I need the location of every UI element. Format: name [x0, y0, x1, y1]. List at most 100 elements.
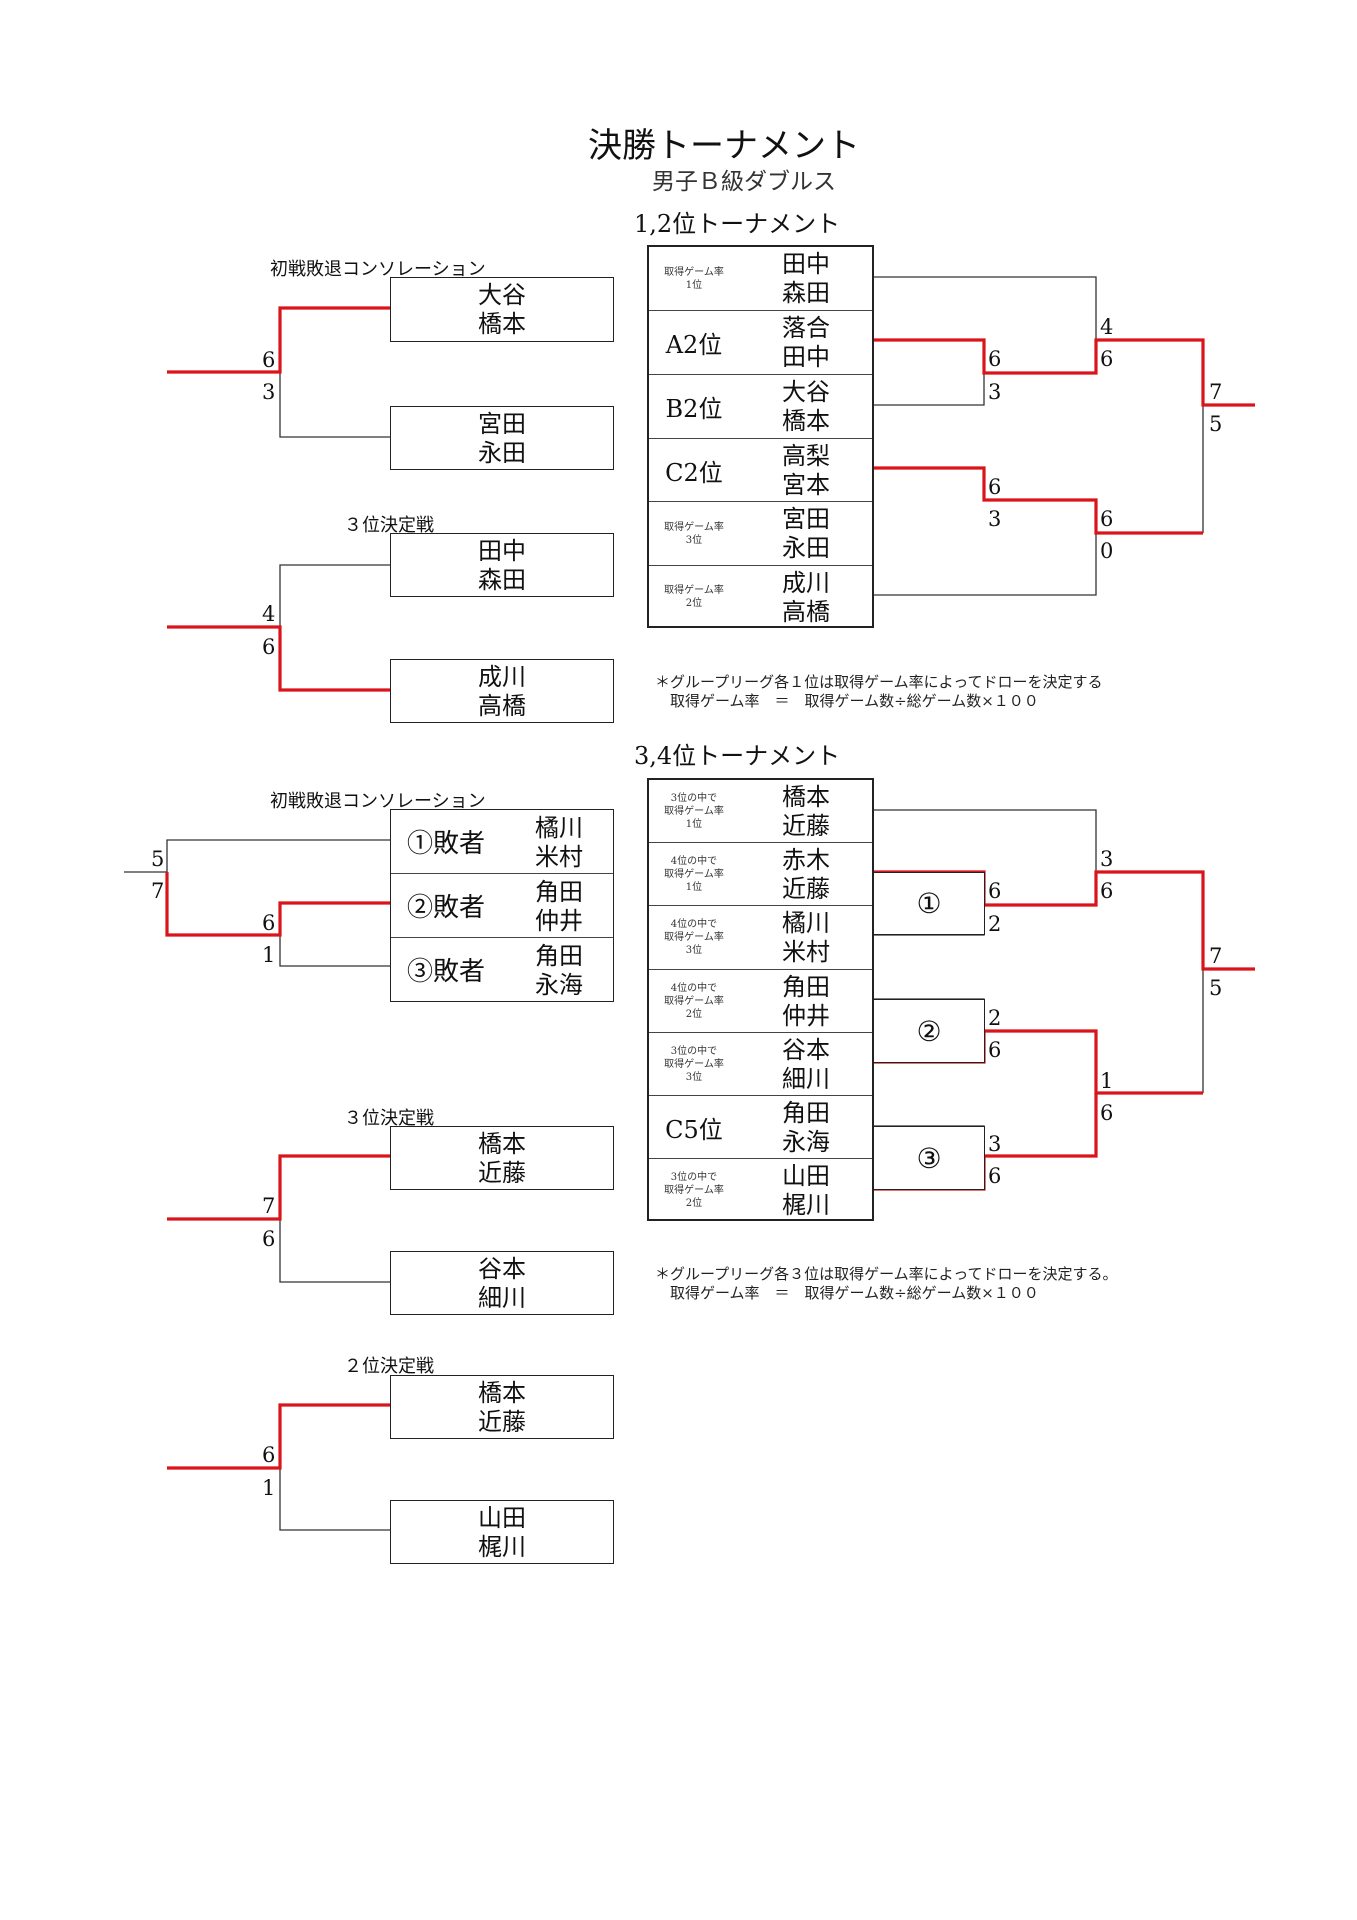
pair-names: 赤木 近藤	[782, 846, 830, 903]
pair-names: 宮田 永田	[478, 410, 526, 467]
pair-names: 橋本 近藤	[478, 1379, 526, 1436]
score: 6	[988, 1038, 1002, 1062]
score: 5	[1209, 412, 1223, 436]
score: 6	[262, 348, 276, 372]
score: 5	[151, 847, 165, 871]
score: 4	[262, 602, 276, 626]
pair-names: 大谷 橋本	[478, 281, 526, 338]
consolation-label: 初戦敗退コンソレーション	[270, 259, 486, 280]
pair-names: 橘川 米村	[535, 814, 583, 871]
score: 3	[988, 1132, 1002, 1156]
rank-label: 3位の中で 取得ゲーム率 2位	[664, 1171, 724, 1209]
draw-row: C5位 角田 永海	[649, 1096, 872, 1159]
score: 7	[1209, 944, 1223, 968]
pair-names: 橋本 近藤	[478, 1130, 526, 1187]
rank-label: C5位	[665, 1115, 723, 1144]
draw-row: B2位 大谷 橋本	[649, 375, 872, 439]
score: 7	[151, 879, 165, 903]
pair-names: 田中 森田	[478, 537, 526, 594]
draw-row: 3位の中で 取得ゲーム率 3位 谷本 細川	[649, 1033, 872, 1096]
second-place-label: ２位決定戦	[344, 1356, 434, 1377]
third-place-pair-box: 田中 森田	[390, 533, 614, 597]
pair-names: 大谷 橋本	[782, 378, 830, 435]
third-place-pair-box: 橋本 近藤	[390, 1126, 614, 1190]
pair-names: 角田 永海	[782, 1099, 830, 1156]
pair-names: 角田 永海	[535, 942, 583, 999]
score: 6	[262, 1227, 276, 1251]
top-tournament-heading: 1,2位トーナメント	[634, 210, 841, 238]
score: 2	[988, 1006, 1002, 1030]
score: 4	[1100, 315, 1114, 339]
match-number-box: ②	[873, 999, 985, 1063]
rank-label: 3位の中で 取得ゲーム率 3位	[664, 1045, 724, 1083]
rank-label: 取得ゲーム率 2位	[664, 585, 724, 609]
score: 6	[1100, 507, 1114, 531]
rank-label: 取得ゲーム率 3位	[664, 521, 724, 546]
bottom-tournament-heading: 3,4位トーナメント	[634, 742, 841, 770]
draw-row: 4位の中で 取得ゲーム率 1位 赤木 近藤	[649, 843, 872, 906]
pair-names: 落合 田中	[782, 314, 830, 371]
pair-names: 田中 森田	[782, 250, 830, 307]
page-title: 決勝トーナメント	[588, 126, 860, 166]
draw-row: 取得ゲーム率 2位 成川 高橋	[649, 566, 872, 628]
score: 2	[988, 912, 1002, 936]
pair-names: 成川 高橋	[478, 663, 526, 720]
score: 7	[1209, 380, 1223, 404]
second-place-pair-box: 橋本 近藤	[390, 1375, 614, 1439]
third-place-label: ３位決定戦	[344, 515, 434, 536]
consolation-row: ①敗者 橘川 米村	[391, 810, 613, 874]
score: 6	[262, 635, 276, 659]
score: 3	[262, 380, 276, 404]
consolation-row: ②敗者 角田 仲井	[391, 874, 613, 938]
pair-names: 高梨 宮本	[782, 442, 830, 499]
rank-label: 取得ゲーム率 1位	[664, 266, 724, 291]
draw-row: 取得ゲーム率 3位 宮田 永田	[649, 502, 872, 566]
draw-row: 3位の中で 取得ゲーム率 2位 山田 梶川	[649, 1159, 872, 1221]
bottom-draw-table: 3位の中で 取得ゲーム率 1位 橋本 近藤 4位の中で 取得ゲーム率 1位 赤木…	[647, 778, 874, 1221]
rank-label: C2位	[665, 458, 723, 487]
score: 3	[988, 507, 1002, 531]
top-note: ＊グループリーグ各１位は取得ゲーム率によってドローを決定する 取得ゲーム率 ＝ …	[655, 673, 1103, 710]
score: 6	[988, 347, 1002, 371]
score: 7	[262, 1194, 276, 1218]
draw-row: 3位の中で 取得ゲーム率 1位 橋本 近藤	[649, 780, 872, 843]
rank-label: 3位の中で 取得ゲーム率 1位	[664, 792, 724, 830]
loser-label: ②敗者	[407, 893, 486, 923]
third-place-label: ３位決定戦	[344, 1108, 434, 1129]
score: 6	[262, 1443, 276, 1467]
score: 6	[988, 1164, 1002, 1188]
pair-names: 橋本 近藤	[782, 783, 830, 840]
draw-row: 4位の中で 取得ゲーム率 2位 角田 仲井	[649, 970, 872, 1033]
rank-label: B2位	[665, 395, 723, 423]
draw-row: 取得ゲーム率 1位 田中 森田	[649, 247, 872, 311]
score: 6	[1100, 879, 1114, 903]
bottom-note: ＊グループリーグ各３位は取得ゲーム率によってドローを決定する。 取得ゲーム率 ＝…	[655, 1265, 1118, 1302]
score: 3	[1100, 847, 1114, 871]
rank-label: 4位の中で 取得ゲーム率 3位	[664, 919, 724, 956]
consolation-table: ①敗者 橘川 米村 ②敗者 角田 仲井 ③敗者 角田 永海	[390, 809, 614, 1002]
pair-names: 谷本 細川	[478, 1255, 526, 1312]
pair-names: 橘川 米村	[782, 909, 830, 966]
pair-names: 山田 梶川	[478, 1504, 526, 1561]
consolation-row: ③敗者 角田 永海	[391, 938, 613, 1000]
score: 6	[262, 911, 276, 935]
score: 5	[1209, 976, 1223, 1000]
score: 0	[1100, 539, 1114, 563]
loser-label: ③敗者	[407, 956, 486, 987]
match-number-box: ①	[873, 872, 985, 935]
consolation-pair-box: 宮田 永田	[390, 406, 614, 470]
score: 1	[262, 943, 276, 967]
pair-names: 成川 高橋	[782, 569, 830, 626]
match-number-box: ③	[873, 1126, 985, 1190]
rank-label: 4位の中で 取得ゲーム率 2位	[664, 982, 724, 1020]
draw-row: A2位 落合 田中	[649, 311, 872, 375]
score: 6	[1100, 347, 1114, 371]
pair-names: 山田 梶川	[782, 1162, 830, 1219]
loser-label: ①敗者	[407, 829, 486, 859]
draw-row: 4位の中で 取得ゲーム率 3位 橘川 米村	[649, 906, 872, 970]
score: 3	[988, 380, 1002, 404]
pair-names: 宮田 永田	[782, 505, 830, 562]
score: 6	[1100, 1101, 1114, 1125]
top-draw-table: 取得ゲーム率 1位 田中 森田 A2位 落合 田中 B2位 大谷 橋本 C2位 …	[647, 245, 874, 628]
